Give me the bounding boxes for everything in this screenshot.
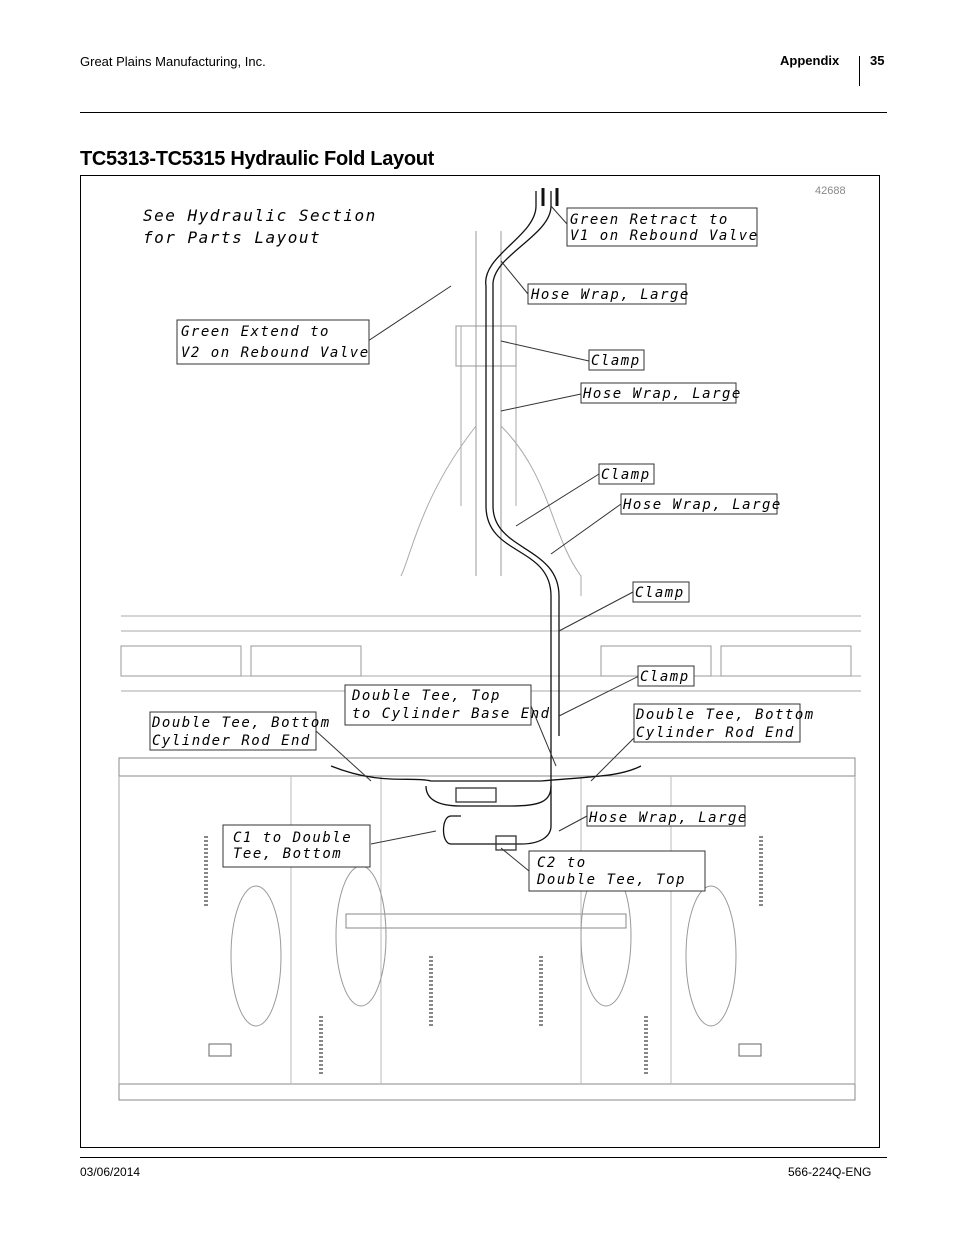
callout-double-tee-bottom-right: Double Tee, Bottom Cylinder Rod End [633, 703, 815, 743]
figure-number: 42688 [815, 185, 846, 197]
callout-hose-wrap-1: Hose Wrap, Large [527, 283, 690, 305]
svg-text:Cylinder Rod End: Cylinder Rod End [636, 725, 795, 741]
svg-text:Hose Wrap, Large: Hose Wrap, Large [622, 497, 782, 513]
footer-rule [80, 1157, 887, 1158]
callout-green-retract: Green Retract to V1 on Rebound Valve [566, 207, 759, 247]
note-line-1: See Hydraulic Section [143, 206, 377, 225]
svg-text:Tee, Bottom: Tee, Bottom [233, 846, 342, 862]
callout-double-tee-bottom-left: Double Tee, Bottom Cylinder Rod End [149, 711, 331, 751]
svg-text:Clamp: Clamp [640, 669, 690, 685]
hydraulic-fold-diagram: See Hydraulic Section for Parts Layout G… [118, 188, 861, 1101]
svg-text:Hose Wrap, Large: Hose Wrap, Large [582, 386, 742, 402]
callout-clamp-2: Clamp [598, 463, 655, 485]
page-title: TC5313-TC5315 Hydraulic Fold Layout [80, 148, 435, 170]
callout-green-extend: Green Extend to V2 on Rebound Valve [176, 319, 370, 365]
svg-text:Clamp: Clamp [591, 353, 641, 369]
header-separator [859, 56, 860, 86]
callout-c2: C2 to Double Tee, Top [528, 850, 706, 892]
header-rule [80, 112, 887, 113]
svg-text:Cylinder Rod End: Cylinder Rod End [152, 733, 311, 749]
svg-text:V1 on Rebound Valve: V1 on Rebound Valve [570, 228, 759, 244]
svg-text:to Cylinder Base End: to Cylinder Base End [352, 706, 551, 722]
svg-text:Double Tee, Bottom: Double Tee, Bottom [151, 715, 331, 731]
footer-date: 03/06/2014 [80, 1165, 141, 1179]
callout-hose-wrap-2: Hose Wrap, Large [580, 382, 742, 404]
company-name: Great Plains Manufacturing, Inc. [80, 54, 266, 69]
hose-routing [330, 188, 642, 851]
svg-text:C1 to Double: C1 to Double [233, 830, 352, 846]
figure-frame [80, 175, 880, 1148]
footer-doc-number: 566-224Q-ENG [788, 1165, 872, 1179]
svg-text:Hose Wrap, Large: Hose Wrap, Large [530, 287, 690, 303]
callout-c1: C1 to Double Tee, Bottom [222, 824, 371, 868]
svg-text:Clamp: Clamp [635, 585, 685, 601]
leader-lines [315, 205, 640, 872]
callout-clamp-4: Clamp [637, 665, 695, 687]
svg-text:Clamp: Clamp [601, 467, 651, 483]
svg-text:Green Retract to: Green Retract to [570, 212, 729, 228]
parts-note: See Hydraulic Section for Parts Layout [143, 206, 377, 247]
callout-double-tee-top: Double Tee, Top to Cylinder Base End [344, 684, 551, 726]
svg-text:Green Extend to: Green Extend to [181, 324, 330, 340]
callout-hose-wrap-4: Hose Wrap, Large [586, 805, 748, 827]
svg-text:Double Tee, Bottom: Double Tee, Bottom [635, 707, 815, 723]
svg-text:Hose Wrap, Large: Hose Wrap, Large [588, 810, 748, 826]
page-number: 35 [870, 53, 885, 68]
section-name: Appendix [780, 53, 840, 68]
callout-clamp-1: Clamp [588, 349, 645, 371]
svg-text:Double Tee, Top: Double Tee, Top [351, 688, 501, 704]
svg-text:C2 to: C2 to [537, 855, 587, 871]
svg-text:V2 on Rebound Valve: V2 on Rebound Valve [181, 345, 370, 361]
callout-hose-wrap-3: Hose Wrap, Large [620, 493, 782, 515]
note-line-2: for Parts Layout [143, 228, 321, 247]
svg-text:Double Tee, Top: Double Tee, Top [536, 872, 686, 888]
callout-clamp-3: Clamp [632, 581, 690, 603]
